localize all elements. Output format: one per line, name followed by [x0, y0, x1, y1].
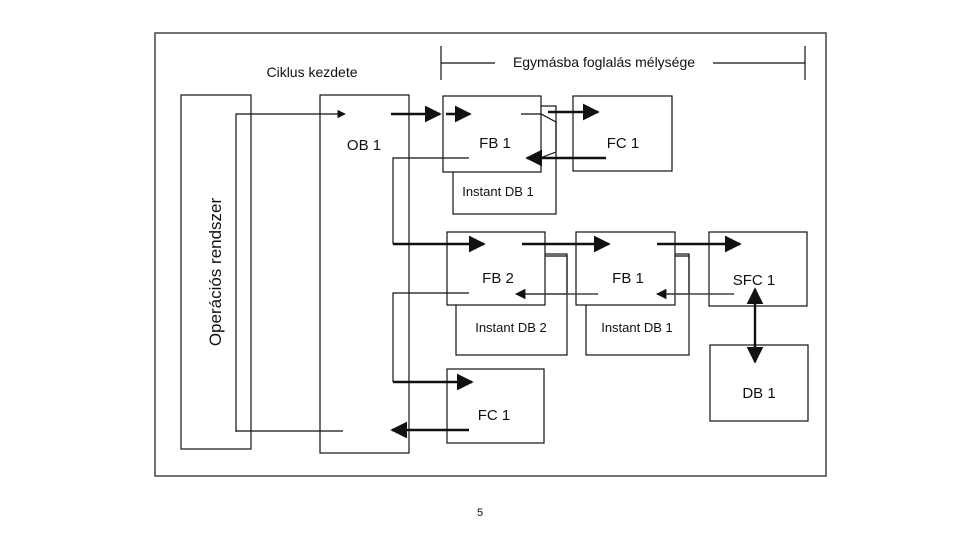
fc1-top-label: FC 1 [607, 135, 640, 152]
instant-db1-mid-label: Instant DB 1 [601, 320, 673, 335]
diagram-frame [154, 32, 827, 477]
nesting-depth-bracket [440, 46, 806, 80]
operating-system-label: Operációs rendszer [206, 197, 225, 346]
ob1-label: OB 1 [347, 137, 381, 154]
fc1-top-block [572, 95, 673, 172]
fc1-bottom-block [446, 368, 545, 444]
fb1-top-block [442, 95, 542, 173]
page-number: 5 [476, 507, 484, 519]
fb2-label: FB 2 [482, 270, 514, 287]
sfc1-label: SFC 1 [733, 272, 776, 289]
instant-db1-top-label: Instant DB 1 [462, 184, 534, 199]
nesting-depth-label: Egymásba foglalás mélysége [513, 54, 695, 70]
ob1-block [319, 94, 410, 454]
fb1-mid-label: FB 1 [612, 270, 644, 287]
instant-db2-label: Instant DB 2 [475, 320, 547, 335]
db1-label: DB 1 [742, 385, 775, 402]
cycle-start-label: Ciklus kezdete [266, 64, 357, 80]
operating-system-block [180, 94, 252, 450]
db1-block [709, 344, 809, 422]
fb1-top-label: FB 1 [479, 135, 511, 152]
flow-arrows [390, 103, 764, 439]
fc1-bottom-label: FC 1 [478, 407, 511, 424]
